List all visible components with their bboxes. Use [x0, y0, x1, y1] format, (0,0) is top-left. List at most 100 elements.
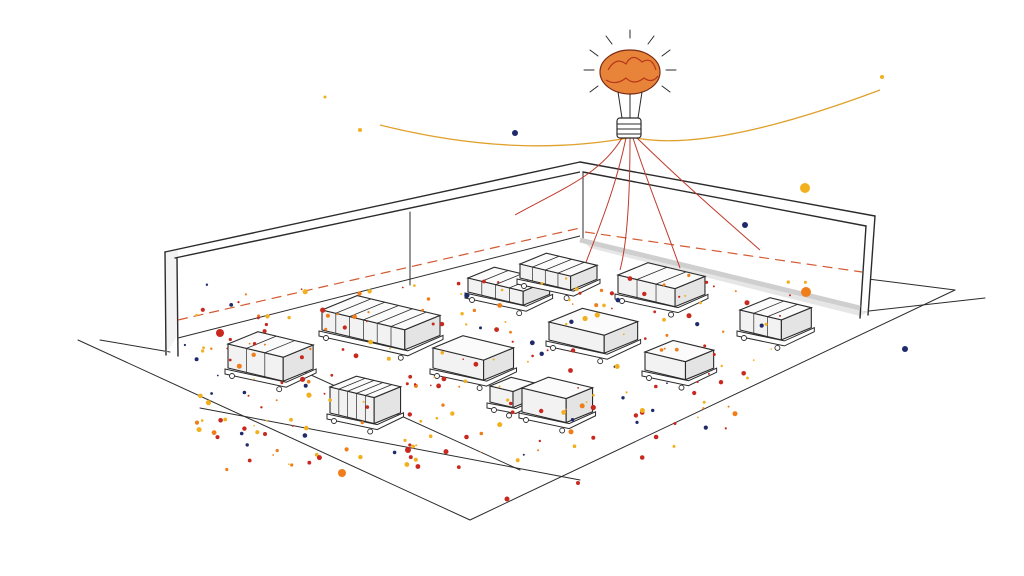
dot — [678, 295, 681, 298]
dot — [699, 301, 702, 305]
dot — [201, 349, 205, 353]
dot — [300, 376, 306, 382]
dot — [565, 408, 567, 411]
dot — [367, 289, 372, 294]
pallet-4 — [516, 252, 601, 302]
dot — [611, 307, 613, 310]
dot — [712, 353, 716, 356]
dot — [764, 322, 768, 326]
dot — [540, 282, 544, 285]
dot — [515, 458, 520, 463]
dot — [744, 300, 750, 306]
dot — [644, 337, 647, 340]
dot — [421, 308, 424, 312]
dot — [568, 298, 571, 302]
dot — [419, 419, 423, 423]
pallet-10 — [326, 375, 405, 435]
dot — [627, 276, 633, 281]
dot — [732, 411, 738, 417]
dot — [196, 427, 202, 433]
dot — [564, 277, 568, 280]
dot — [479, 326, 482, 330]
dot — [492, 358, 495, 361]
pallet-6 — [736, 297, 815, 351]
dot — [307, 460, 312, 465]
dot — [746, 376, 749, 380]
dot — [280, 381, 284, 385]
dot — [441, 403, 445, 407]
dot — [290, 463, 294, 467]
dot — [450, 411, 455, 416]
dot — [247, 394, 250, 397]
dot — [529, 340, 535, 346]
dot — [639, 455, 645, 460]
dot — [314, 452, 319, 457]
dot — [275, 399, 278, 402]
dot — [328, 398, 332, 402]
dot — [653, 310, 657, 314]
dot — [272, 454, 275, 456]
dot — [389, 347, 391, 350]
dot — [229, 303, 234, 307]
dot — [360, 421, 364, 425]
dot — [415, 444, 418, 447]
dot — [464, 292, 470, 298]
dot — [473, 361, 479, 367]
dot — [724, 427, 727, 430]
dot — [405, 382, 409, 386]
dot — [464, 434, 469, 440]
dot — [665, 333, 669, 337]
dot — [702, 407, 705, 410]
dot — [494, 327, 499, 332]
dot — [591, 435, 596, 440]
pallet-9 — [641, 339, 718, 391]
dot — [615, 297, 621, 303]
dot — [413, 457, 418, 462]
dot — [341, 348, 345, 351]
dot — [570, 418, 575, 422]
dot — [674, 347, 679, 352]
dot — [304, 425, 309, 431]
dot — [316, 455, 322, 461]
dot — [742, 222, 748, 228]
dot — [362, 400, 365, 403]
dot — [215, 435, 220, 440]
dot — [200, 307, 205, 312]
dot — [712, 285, 715, 288]
pallet-group — [224, 252, 815, 435]
dot — [195, 313, 198, 317]
dot — [654, 384, 658, 389]
dot — [621, 396, 625, 400]
dot — [662, 283, 666, 287]
pallet-12 — [518, 376, 597, 434]
dot — [303, 383, 308, 388]
dot — [571, 303, 574, 305]
dot — [265, 419, 268, 422]
dot — [336, 313, 339, 316]
dot — [405, 447, 411, 453]
dot — [264, 322, 268, 327]
dot — [342, 325, 347, 330]
dot — [443, 449, 449, 455]
dot — [720, 364, 723, 368]
dot — [242, 426, 247, 431]
dot — [263, 343, 266, 346]
dot — [407, 412, 412, 417]
dot — [408, 374, 413, 379]
dot — [228, 337, 232, 342]
dot — [666, 382, 668, 385]
dot — [770, 348, 773, 350]
dot — [574, 287, 579, 291]
dot — [703, 425, 708, 430]
dot — [323, 95, 327, 99]
dot — [441, 376, 447, 382]
dot — [504, 321, 507, 323]
dot — [539, 351, 544, 356]
dot — [497, 303, 503, 308]
dot — [223, 417, 228, 422]
dot — [498, 385, 501, 388]
dot — [198, 393, 203, 399]
dot — [599, 288, 604, 293]
dot — [253, 424, 255, 427]
dot — [225, 467, 229, 472]
